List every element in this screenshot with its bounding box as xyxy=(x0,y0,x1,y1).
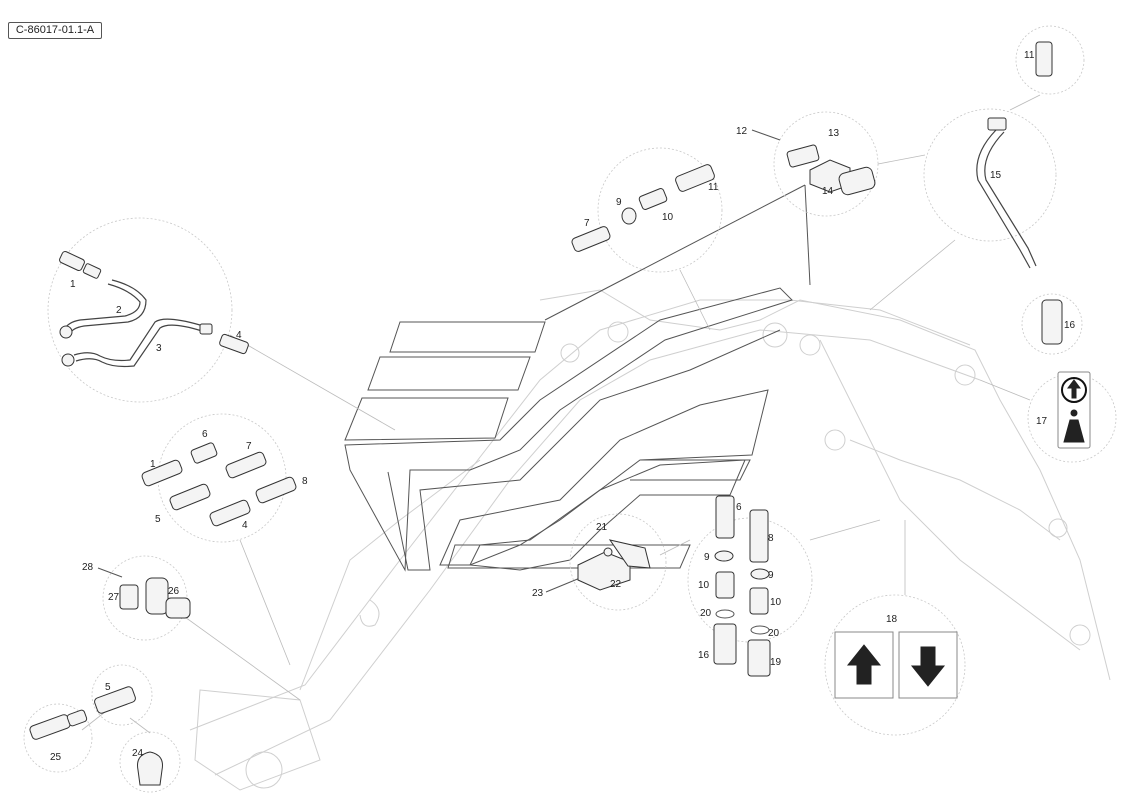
callout-label: 7 xyxy=(246,441,252,452)
callout-label: 20 xyxy=(700,608,712,619)
diagram-reference-code: C-86017-01.1-A xyxy=(8,22,102,39)
callout-label: 9 xyxy=(616,197,622,208)
callout-label: 10 xyxy=(770,597,782,608)
callout-label: 16 xyxy=(1064,320,1076,331)
callout-label: 18 xyxy=(886,614,898,625)
callout-label: 1 xyxy=(150,459,156,470)
callout-label: 28 xyxy=(82,562,94,573)
callout-label: 19 xyxy=(770,657,782,668)
callout-label: 10 xyxy=(662,212,674,223)
callout-label: 8 xyxy=(768,533,774,544)
callout-label: 23 xyxy=(532,588,544,599)
callout-label: 16 xyxy=(698,650,710,661)
callout-label: 14 xyxy=(822,186,834,197)
arrow-decal xyxy=(834,631,958,699)
callout-label: 11 xyxy=(1024,50,1035,61)
callout-label: 9 xyxy=(768,570,774,581)
top-fitting-group xyxy=(571,164,715,252)
hose-assembly-group xyxy=(59,250,249,368)
decal-stripes xyxy=(344,184,811,572)
callout-label: 4 xyxy=(236,330,242,341)
callout-label: 13 xyxy=(828,128,840,139)
callout-label: 26 xyxy=(168,586,180,597)
callout-label: 8 xyxy=(302,476,308,487)
callout-label: 17 xyxy=(1036,416,1048,427)
callout-label: 3 xyxy=(156,343,162,354)
callout-label: 24 xyxy=(132,748,144,759)
callout-label: 15 xyxy=(990,170,1002,181)
callout-labels: 1 2 3 4 6 7 1 8 5 4 28 27 26 5 25 24 7 9… xyxy=(50,50,1076,763)
callout-label: 25 xyxy=(50,752,62,763)
callout-label: 12 xyxy=(736,126,748,137)
callout-label: 21 xyxy=(596,522,608,533)
callout-label: 22 xyxy=(610,579,622,590)
lower-coupler-group xyxy=(29,686,163,786)
callout-label: 6 xyxy=(736,502,742,513)
callout-label: 10 xyxy=(698,580,710,591)
callout-label: 1 xyxy=(70,279,76,290)
boom-outline xyxy=(189,289,1111,791)
pipe-group xyxy=(976,41,1091,449)
callout-label: 5 xyxy=(105,682,111,693)
callout-label: 4 xyxy=(242,520,248,531)
bracket-group xyxy=(751,129,876,196)
callout-label: 11 xyxy=(708,182,719,193)
callout-label: 5 xyxy=(155,514,161,525)
callout-label: 6 xyxy=(202,429,208,440)
callout-label: 27 xyxy=(108,592,120,603)
vertical-coupler-group xyxy=(713,495,771,677)
clamp-group xyxy=(97,567,191,619)
callout-label: 2 xyxy=(116,305,122,316)
callout-label: 9 xyxy=(704,552,710,563)
coupler-group xyxy=(141,442,297,527)
detail-circles xyxy=(23,25,1117,793)
callout-label: 7 xyxy=(584,218,590,229)
leader-lines xyxy=(81,94,1041,734)
center-bracket-group xyxy=(545,539,651,593)
callout-label: 20 xyxy=(768,628,780,639)
